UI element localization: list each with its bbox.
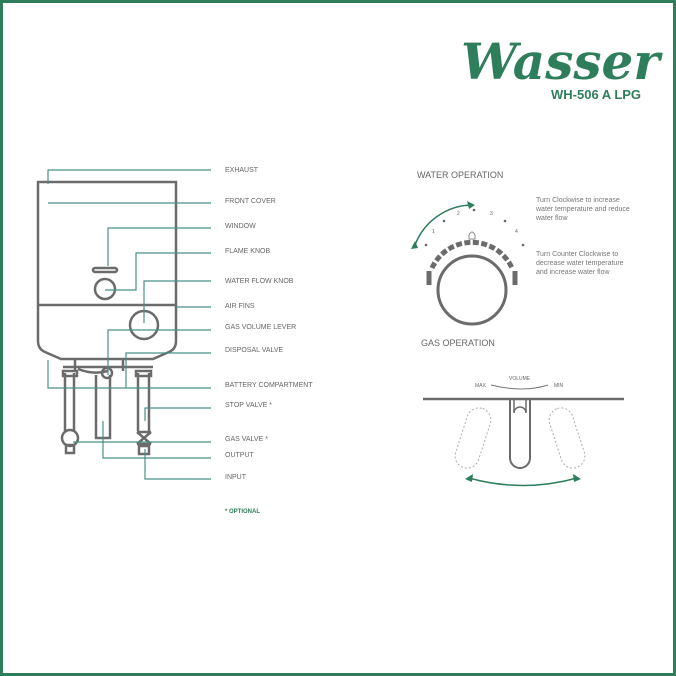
svg-text:and increase water flow: and increase water flow — [536, 269, 610, 276]
label-exhaust: EXHAUST — [225, 167, 259, 174]
label-output: OUTPUT — [225, 452, 255, 459]
water-dial: 1 2 3 4 — [411, 201, 525, 326]
optional-note: * OPTIONAL — [225, 509, 260, 515]
dial-number-4: 4 — [515, 229, 518, 235]
model-name: WH-506 A LPG — [551, 87, 641, 102]
svg-text:Turn Clockwise to increase: Turn Clockwise to increase — [536, 197, 620, 204]
label-battery-compartment: BATTERY COMPARTMENT — [225, 382, 313, 389]
volume-label: VOLUME — [509, 376, 531, 382]
label-disposal-valve: DISPOSAL VALVE — [225, 347, 284, 354]
label-gas-valve: GAS VALVE * — [225, 436, 268, 443]
svg-text:Turn Counter Clockwise to: Turn Counter Clockwise to — [536, 251, 618, 258]
min-label: MIN — [554, 383, 564, 389]
dial-number-2: 2 — [457, 211, 460, 217]
rotation-arrow — [414, 204, 474, 246]
svg-text:water flow: water flow — [535, 215, 568, 222]
label-stop-valve: STOP VALVE * — [225, 402, 272, 409]
label-input: INPUT — [225, 474, 247, 481]
diagram-canvas: Wasser WH-506 A LPG EXHAUST FR — [36, 32, 663, 515]
water-operation-title: WATER OPERATION — [417, 170, 503, 180]
dial-number-3: 3 — [490, 211, 493, 217]
gas-lever-diagram: VOLUME MAX MIN — [423, 376, 624, 487]
label-gas-volume-lever: GAS VOLUME LEVER — [225, 324, 296, 331]
svg-text:water temperature and reduce: water temperature and reduce — [535, 206, 630, 213]
label-air-fins: AIR FINS — [225, 303, 255, 310]
label-water-flow-knob: WATER FLOW KNOB — [225, 278, 294, 285]
max-label: MAX — [475, 383, 487, 389]
label-window: WINDOW — [225, 223, 256, 230]
leader-lines — [47, 169, 211, 480]
label-flame-knob: FLAME KNOB — [225, 248, 270, 255]
heater-outline — [36, 180, 178, 456]
label-front-cover: FRONT COVER — [225, 198, 276, 205]
swing-arrow — [468, 477, 578, 487]
clockwise-instructions: Turn Clockwise to increase water tempera… — [535, 197, 630, 222]
dial-number-1: 1 — [432, 229, 435, 235]
brand-logo: Wasser — [461, 32, 663, 91]
gas-operation-title: GAS OPERATION — [421, 338, 495, 348]
counter-clockwise-instructions: Turn Counter Clockwise to decrease water… — [536, 251, 624, 276]
svg-text:decrease water temperature: decrease water temperature — [536, 260, 624, 267]
